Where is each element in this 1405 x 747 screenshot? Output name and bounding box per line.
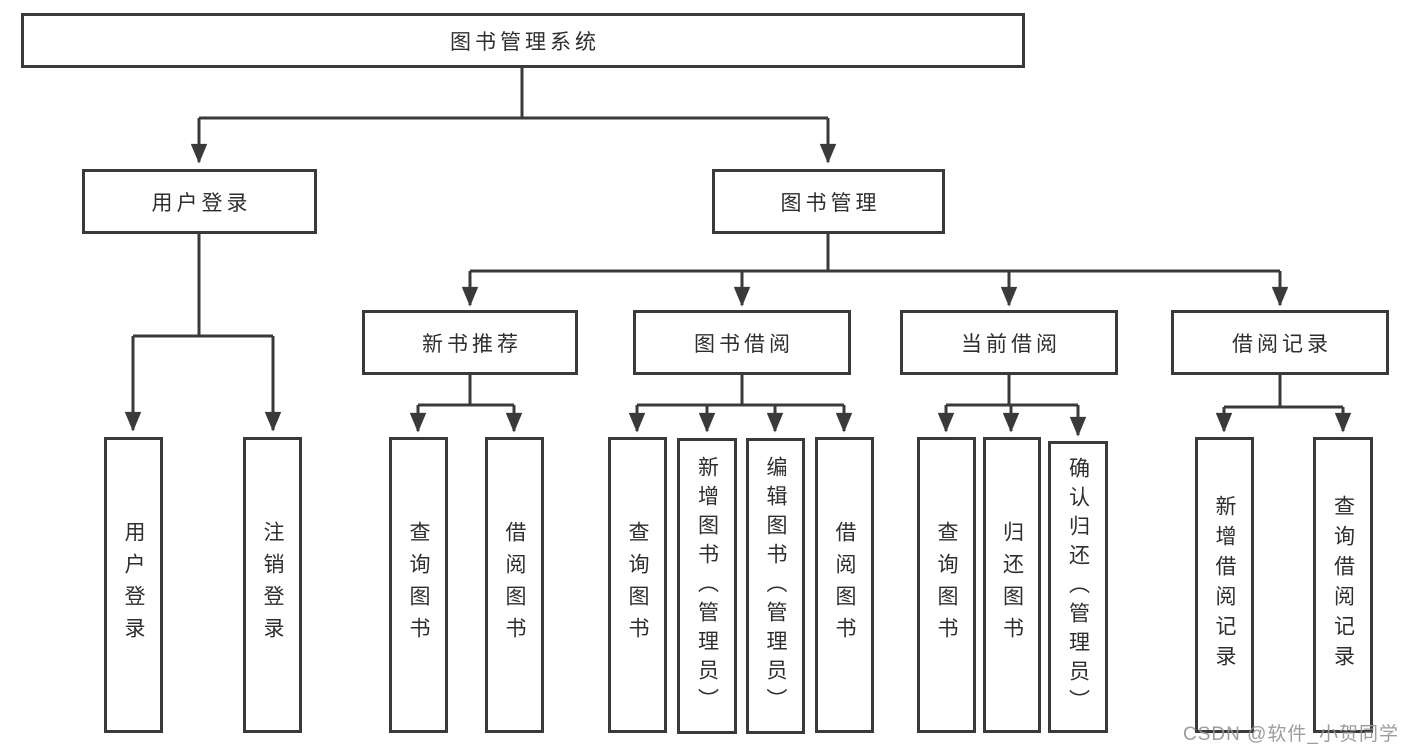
leaf-label: 确认归还（管理员） bbox=[1066, 456, 1090, 718]
leaf-query-books-borrowing: 查询图书 bbox=[608, 437, 667, 733]
node-user-login: 用户登录 bbox=[82, 169, 317, 234]
connector-current-borrowing bbox=[937, 375, 1087, 437]
node-label: 新书推荐 bbox=[422, 332, 522, 356]
node-label: 当前借阅 bbox=[961, 332, 1061, 356]
node-label: 图书管理 bbox=[780, 191, 881, 215]
leaf-add-borrow-record: 新增借阅记录 bbox=[1195, 437, 1254, 733]
leaf-label: 归还图书 bbox=[1000, 521, 1024, 649]
leaf-label: 注销登录 bbox=[261, 521, 284, 649]
leaf-edit-books-admin: 编辑图书（管理员） bbox=[746, 438, 805, 734]
leaf-label: 借阅图书 bbox=[833, 521, 856, 649]
connector-user-login bbox=[124, 234, 282, 432]
leaf-label: 借阅图书 bbox=[503, 521, 526, 649]
connector-root bbox=[190, 68, 837, 164]
leaf-label: 编辑图书（管理员） bbox=[764, 455, 787, 717]
leaf-label: 查询图书 bbox=[407, 521, 430, 649]
leaf-label: 查询借阅记录 bbox=[1331, 495, 1355, 675]
leaf-query-borrow-record: 查询借阅记录 bbox=[1313, 437, 1373, 733]
leaf-label: 新增图书（管理员） bbox=[695, 455, 719, 717]
leaf-add-books-admin: 新增图书（管理员） bbox=[677, 438, 737, 734]
leaf-query-books-recommend: 查询图书 bbox=[389, 437, 448, 733]
leaf-label: 查询图书 bbox=[626, 521, 649, 649]
leaf-label: 查询图书 bbox=[935, 521, 958, 649]
connector-new-book-recommend bbox=[409, 375, 523, 433]
node-borrowing-records: 借阅记录 bbox=[1171, 310, 1389, 375]
node-library-management-system: 图书管理系统 bbox=[21, 13, 1025, 68]
leaf-logout: 注销登录 bbox=[243, 437, 302, 733]
leaf-return-books: 归还图书 bbox=[983, 437, 1041, 733]
node-label: 用户登录 bbox=[151, 191, 252, 215]
node-label: 图书借阅 bbox=[694, 332, 794, 356]
leaf-query-books-current: 查询图书 bbox=[917, 437, 976, 733]
leaf-borrow-books-recommend: 借阅图书 bbox=[485, 437, 544, 733]
connector-book-borrowing bbox=[628, 375, 853, 433]
node-current-borrowing: 当前借阅 bbox=[900, 310, 1118, 375]
leaf-borrow-books: 借阅图书 bbox=[815, 437, 874, 733]
node-book-management: 图书管理 bbox=[712, 169, 945, 234]
node-new-book-recommend: 新书推荐 bbox=[362, 310, 578, 375]
leaf-user-login: 用户登录 bbox=[104, 437, 163, 733]
node-label: 图书管理系统 bbox=[450, 30, 600, 54]
connector-borrowing-records bbox=[1215, 375, 1352, 433]
leaf-confirm-return-admin: 确认归还（管理员） bbox=[1048, 441, 1108, 733]
node-book-borrowing: 图书借阅 bbox=[633, 310, 851, 375]
leaf-label: 新增借阅记录 bbox=[1213, 495, 1236, 675]
csdn-watermark: CSDN @软件_小贺同学 bbox=[1183, 724, 1399, 745]
connector-book-management bbox=[461, 234, 1289, 307]
node-label: 借阅记录 bbox=[1232, 332, 1332, 356]
leaf-label: 用户登录 bbox=[122, 521, 145, 649]
